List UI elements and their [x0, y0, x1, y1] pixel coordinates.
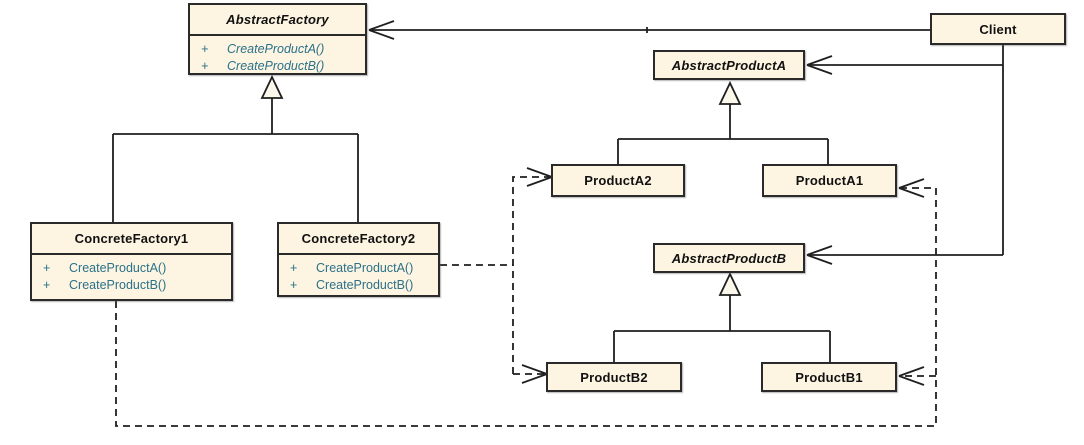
class-abstractproductb: AbstractProductB [653, 243, 805, 273]
operation-row: + CreateProductB() [279, 277, 438, 294]
operations-compartment: + CreateProductA() + CreateProductB() [190, 36, 365, 75]
operation-signature: CreateProductA() [316, 261, 414, 275]
operations-compartment: + CreateProductA() + CreateProductB() [279, 255, 438, 294]
operation-row: + CreateProductB() [190, 58, 365, 75]
class-concretefactory2: ConcreteFactory2 + CreateProductA() + Cr… [277, 222, 440, 297]
class-title: ConcreteFactory1 [32, 224, 231, 255]
class-title: ProductA1 [795, 173, 864, 188]
visibility-marker: + [201, 59, 209, 73]
class-title: AbstractProductA [671, 57, 787, 73]
generalization-triangle-icon [260, 74, 284, 99]
dependency-concretefactory2 [440, 167, 553, 384]
generalization-product-a [617, 80, 829, 164]
generalization-triangle-icon [718, 271, 742, 296]
visibility-marker: + [290, 261, 298, 275]
operation-row: + CreateProductA() [32, 260, 231, 277]
operation-signature: CreateProductB() [69, 278, 167, 292]
open-arrowhead-icon [368, 20, 395, 40]
class-concretefactory1: ConcreteFactory1 + CreateProductA() + Cr… [30, 222, 233, 301]
open-arrowhead-icon [898, 178, 925, 198]
class-abstractproducta: AbstractProductA [653, 50, 805, 80]
operations-compartment: + CreateProductA() + CreateProductB() [32, 255, 231, 294]
class-title: ProductB1 [795, 369, 863, 385]
class-client: Client [930, 13, 1066, 45]
operation-row: + CreateProductA() [190, 41, 365, 58]
generalization-product-b [613, 271, 831, 362]
class-producta1: ProductA1 [762, 164, 897, 197]
open-arrowhead-icon [526, 167, 553, 187]
operation-row: + CreateProductA() [279, 260, 438, 277]
open-arrowhead-icon [806, 55, 833, 75]
open-arrowhead-icon [521, 364, 548, 384]
class-productb1: ProductB1 [761, 362, 897, 392]
operation-signature: CreateProductA() [227, 42, 325, 56]
open-arrowhead-icon [806, 245, 833, 265]
class-abstractfactory: AbstractFactory + CreateProductA() + Cre… [188, 3, 367, 75]
operation-signature: CreateProductB() [227, 59, 325, 73]
class-title: Client [979, 21, 1017, 37]
association-client-abstractfactory [368, 20, 930, 40]
open-arrowhead-icon [898, 366, 925, 386]
class-title: ConcreteFactory2 [279, 224, 438, 255]
operation-row: + CreateProductB() [32, 277, 231, 294]
association-client-abstractproducts [806, 45, 1004, 265]
operation-signature: CreateProductB() [316, 278, 414, 292]
generalization-factories [112, 74, 359, 222]
visibility-marker: + [43, 261, 51, 275]
class-title: AbstractFactory [190, 5, 365, 36]
visibility-marker: + [201, 42, 209, 56]
operation-signature: CreateProductA() [69, 261, 167, 275]
class-title: AbstractProductB [671, 250, 787, 266]
class-title: ProductB2 [580, 369, 648, 385]
class-producta2: ProductA2 [551, 164, 685, 197]
class-productb2: ProductB2 [546, 362, 682, 392]
visibility-marker: + [290, 278, 298, 292]
dependency-concretefactory1 [115, 178, 937, 427]
visibility-marker: + [43, 278, 51, 292]
generalization-triangle-icon [718, 80, 742, 105]
class-title: ProductA2 [584, 173, 652, 188]
